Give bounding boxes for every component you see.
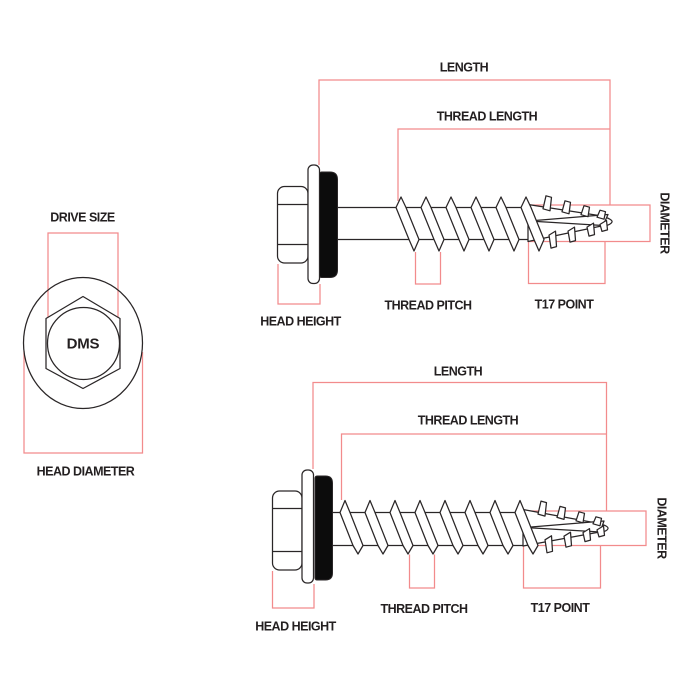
point-thread-tick xyxy=(596,209,607,220)
thread-crest xyxy=(495,196,520,252)
drive-marking-label: DMS xyxy=(67,336,100,353)
thread-crests xyxy=(395,196,545,252)
thread-crest xyxy=(445,196,470,252)
length-label: LENGTH xyxy=(440,61,489,75)
thread-length-dimension-bracket xyxy=(340,433,607,500)
hex-facet-lines xyxy=(272,507,303,553)
screw-side-view-top: LENGTH THREAD LENGTH DIAMETER HEAD HEIGH… xyxy=(260,61,671,329)
drive-size-dimension-box xyxy=(47,232,119,317)
thread-length-label: THREAD LENGTH xyxy=(418,414,519,428)
drive-size-label: DRIVE SIZE xyxy=(50,211,115,225)
thread-crest xyxy=(389,499,414,555)
point-thread-tick xyxy=(563,531,573,548)
point-thread-tick xyxy=(544,535,554,554)
head-diameter-label: HEAD DIAMETER xyxy=(37,465,135,479)
point-thread-tick xyxy=(596,525,606,538)
thread-crest xyxy=(420,196,445,252)
point-thread-tick xyxy=(567,226,577,243)
t17-point-dimension-box xyxy=(522,545,602,589)
diameter-label: DIAMETER xyxy=(655,497,669,559)
head-height-label: HEAD HEIGHT xyxy=(255,620,336,634)
point-thread-tick xyxy=(592,516,603,527)
point-thread-tick xyxy=(582,527,592,543)
hex-head-side xyxy=(271,490,303,571)
head-diameter-dimension-box xyxy=(23,351,144,454)
t17-point-dimension-box xyxy=(527,241,606,285)
thread-crests xyxy=(339,499,539,555)
thread-crest xyxy=(414,499,439,555)
point-thread-tick xyxy=(575,511,586,524)
drive-recess-circle xyxy=(46,306,121,381)
thread-crest xyxy=(339,499,364,555)
thread-pitch-dimension-box xyxy=(414,252,442,285)
thread-crest xyxy=(520,196,545,252)
thread-length-dimension-bracket xyxy=(397,128,610,201)
flange-washer xyxy=(301,469,315,584)
hex-head-side xyxy=(276,185,309,264)
point-thread-tick xyxy=(548,230,558,249)
point-thread-tick xyxy=(561,200,572,215)
head-height-dimension-bracket xyxy=(277,264,321,305)
thread-pitch-label: THREAD PITCH xyxy=(380,602,468,616)
diameter-label: DIAMETER xyxy=(658,192,672,254)
thread-crest xyxy=(514,499,539,555)
thread-crest xyxy=(395,196,420,252)
head-height-dimension-bracket xyxy=(271,571,315,609)
hex-facet-lines xyxy=(277,203,309,246)
point-thread-tick xyxy=(599,219,609,233)
rubber-seal xyxy=(314,475,333,581)
thread-crest xyxy=(464,499,489,555)
point-thread-tick xyxy=(542,195,553,212)
point-thread-tick xyxy=(580,205,591,218)
thread-pitch-label: THREAD PITCH xyxy=(384,299,472,313)
length-dimension-bracket xyxy=(318,79,611,205)
length-dimension-bracket xyxy=(312,381,608,511)
hex-head-outline xyxy=(45,295,121,390)
head-top-view: DRIVE SIZE DMS HEAD DIAMETER xyxy=(22,211,144,479)
head-height-label: HEAD HEIGHT xyxy=(260,315,341,329)
rubber-seal xyxy=(319,171,338,278)
thread-crest xyxy=(364,499,389,555)
thread-pitch-dimension-box xyxy=(408,554,436,589)
thread-crest xyxy=(439,499,464,555)
thread-crest xyxy=(489,499,514,555)
flange-washer xyxy=(307,164,321,285)
point-thread-tick xyxy=(556,505,567,521)
thread-crest xyxy=(470,196,495,252)
point-thread-tick xyxy=(586,222,596,237)
t17-point-label: T17 POINT xyxy=(531,601,591,615)
length-label: LENGTH xyxy=(434,365,483,379)
point-thread-tick xyxy=(537,500,548,517)
thread-length-label: THREAD LENGTH xyxy=(437,110,538,124)
head-outer-circle xyxy=(22,276,144,410)
screw-side-view-bottom: LENGTH THREAD LENGTH DIAMETER HEAD HEIGH… xyxy=(255,365,668,634)
t17-point-label: T17 POINT xyxy=(535,298,595,312)
